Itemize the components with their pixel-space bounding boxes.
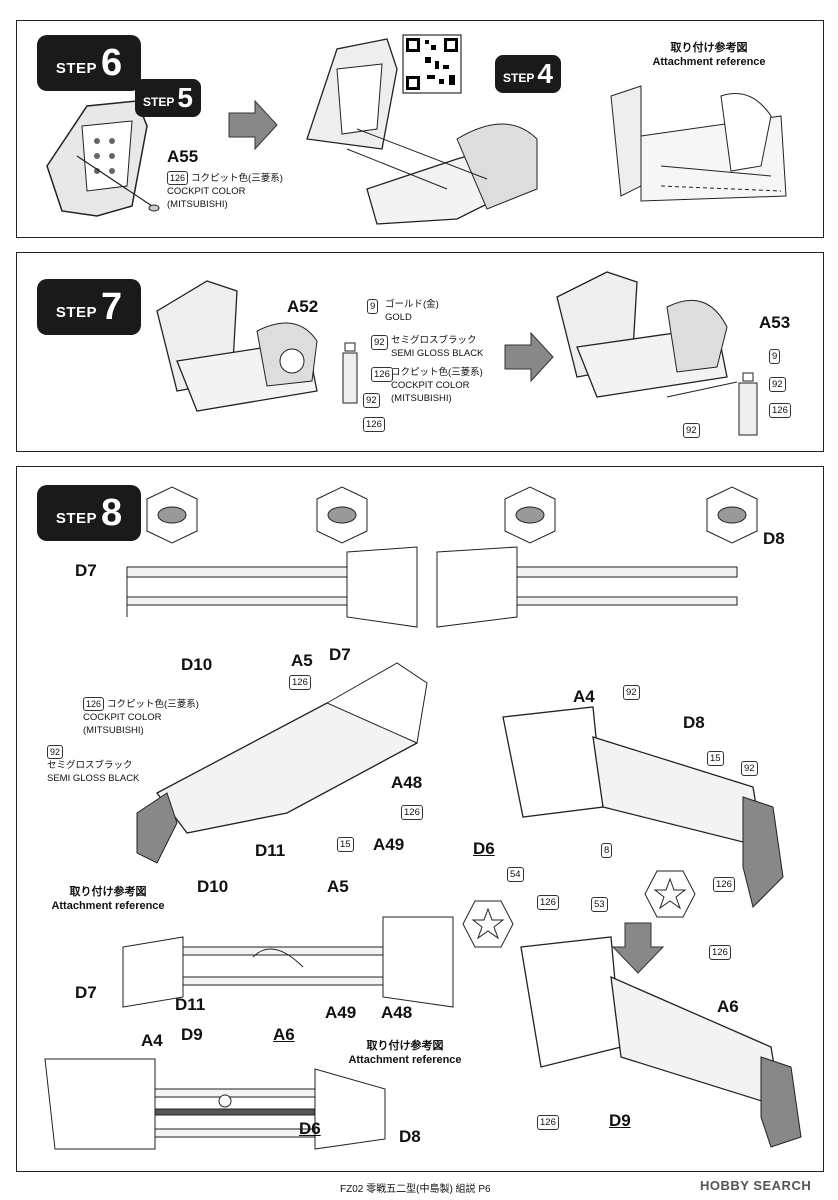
step5-ref-badge: STEP 5 [135,79,201,117]
step8-attachment-ref-2: 取り付け参考図 Attachment reference [348,1040,462,1066]
part-d8-ref: D8 [399,1127,421,1146]
step7-arrow [504,331,554,383]
paint-code-15-d8: 15 [707,751,724,766]
step6-assembly-drawing [306,38,538,225]
star-hex-icon-left [462,900,514,948]
frame-reference-drawing [122,916,454,1008]
part-d11: D11 [255,841,286,860]
paint-code-92-a4: 92 [623,685,640,700]
step8-lower-arrow [611,922,665,974]
part-d7-ref: D7 [75,983,97,1002]
part-a48: A48 [391,773,423,792]
cockpit-color-note: コクピット色(三菱系) COCKPIT COLOR (MITSUBISHI) [391,367,483,404]
part-a5: A5 [291,651,313,670]
step8-badge: STEP 8 [37,485,141,541]
part-d7-mid: D7 [329,645,351,664]
paint-code-126-a48: 126 [401,805,423,820]
frame-right-drawing [436,486,758,628]
part-a4-ref: A4 [141,1031,163,1050]
step8-sgb-note: 92 セミグロスブラック SEMI GLOSS BLACK [47,745,140,784]
part-d10: D10 [181,655,213,674]
semi-gloss-note: セミグロスブラック SEMI GLOSS BLACK [391,335,484,359]
cockpit-floor-left-drawing [136,662,428,864]
paint-code-126-right: 126 [713,877,735,892]
part-d9-ref: D9 [181,1025,203,1044]
paint-code-9: 9 [367,299,379,314]
part-d7-top: D7 [75,561,97,580]
frame-left-drawing [126,486,418,628]
paint-code-126: 126 [167,171,189,185]
part-a52-drawing [342,342,358,404]
watermark: HOBBY SEARCH [700,1178,812,1193]
paint-code-126-a53: 126 [769,403,791,418]
part-a4: A4 [573,687,595,706]
paint-code-92-a53: 92 [769,377,786,392]
cockpit-assembled-drawing [520,936,802,1148]
part-d10-ref: D10 [197,877,229,896]
paint-code-92-d8: 92 [741,761,758,776]
step7-panel: STEP 7 A52 9 ゴールド(金) GOLD 92 セミグロスブラック S… [16,252,824,452]
paint-code-54: 54 [507,867,524,882]
paint-code-126-a6: 126 [709,945,731,960]
step7-assembled-drawing [556,271,738,398]
step6-seat-drawing [46,100,160,217]
part-a52: A52 [287,297,319,316]
part-a55: A55 [167,147,199,166]
gold-note: ゴールド(金) GOLD [385,299,439,323]
page-footer: FZ02 零戦五二型(中島製) 組説 P6 [340,1184,491,1195]
part-d8-top: D8 [763,529,785,548]
part-d6: D6 [473,839,495,858]
paint-code-92-lower: 92 [363,393,380,408]
part-d9: D9 [609,1111,631,1130]
paint-code-126-a5: 126 [289,675,311,690]
paint-code-92-a53-lower: 92 [683,423,700,438]
part-d8-mid: D8 [683,713,705,732]
part-a6-ref: A6 [273,1025,295,1044]
paint-code-92: 92 [371,335,388,350]
part-a5-ref: A5 [327,877,349,896]
paint-code-126-d6: 126 [537,895,559,910]
step7-badge: STEP 7 [37,279,141,335]
cockpit-floor-right-drawing [502,706,784,908]
paint-code-9-a53: 9 [769,349,781,364]
paint-code-126-lower: 126 [363,417,385,432]
paint-code-15: 15 [337,837,354,852]
step8-attachment-ref-1: 取り付け参考図 Attachment reference [51,886,165,912]
frame-reference-drawing-2 [44,1058,386,1150]
step4-ref-badge: STEP 4 [495,55,561,93]
part-a53: A53 [759,313,791,332]
part-d6-ref: D6 [299,1119,321,1138]
step6-attachment-ref-title: 取り付け参考図 Attachment reference [652,42,766,68]
step7-cockpit-drawing [156,280,318,412]
part-a49-ref: A49 [325,1003,357,1022]
part-a48-ref: A48 [381,1003,413,1022]
star-hex-icon-right [644,870,696,918]
paint-code-53: 53 [591,897,608,912]
part-a53-drawing [738,372,758,436]
step6-badge: STEP 6 [37,35,141,91]
step6-arrow [228,99,278,151]
part-d11-ref: D11 [175,995,206,1014]
qr-code [402,34,462,94]
paint-code-126-d9: 126 [537,1115,559,1130]
step6-reference-drawing [610,85,787,202]
paint-code-8: 8 [601,843,613,858]
part-a49: A49 [373,835,405,854]
part-a6: A6 [717,997,739,1016]
paint-code-126: 126 [371,367,393,382]
